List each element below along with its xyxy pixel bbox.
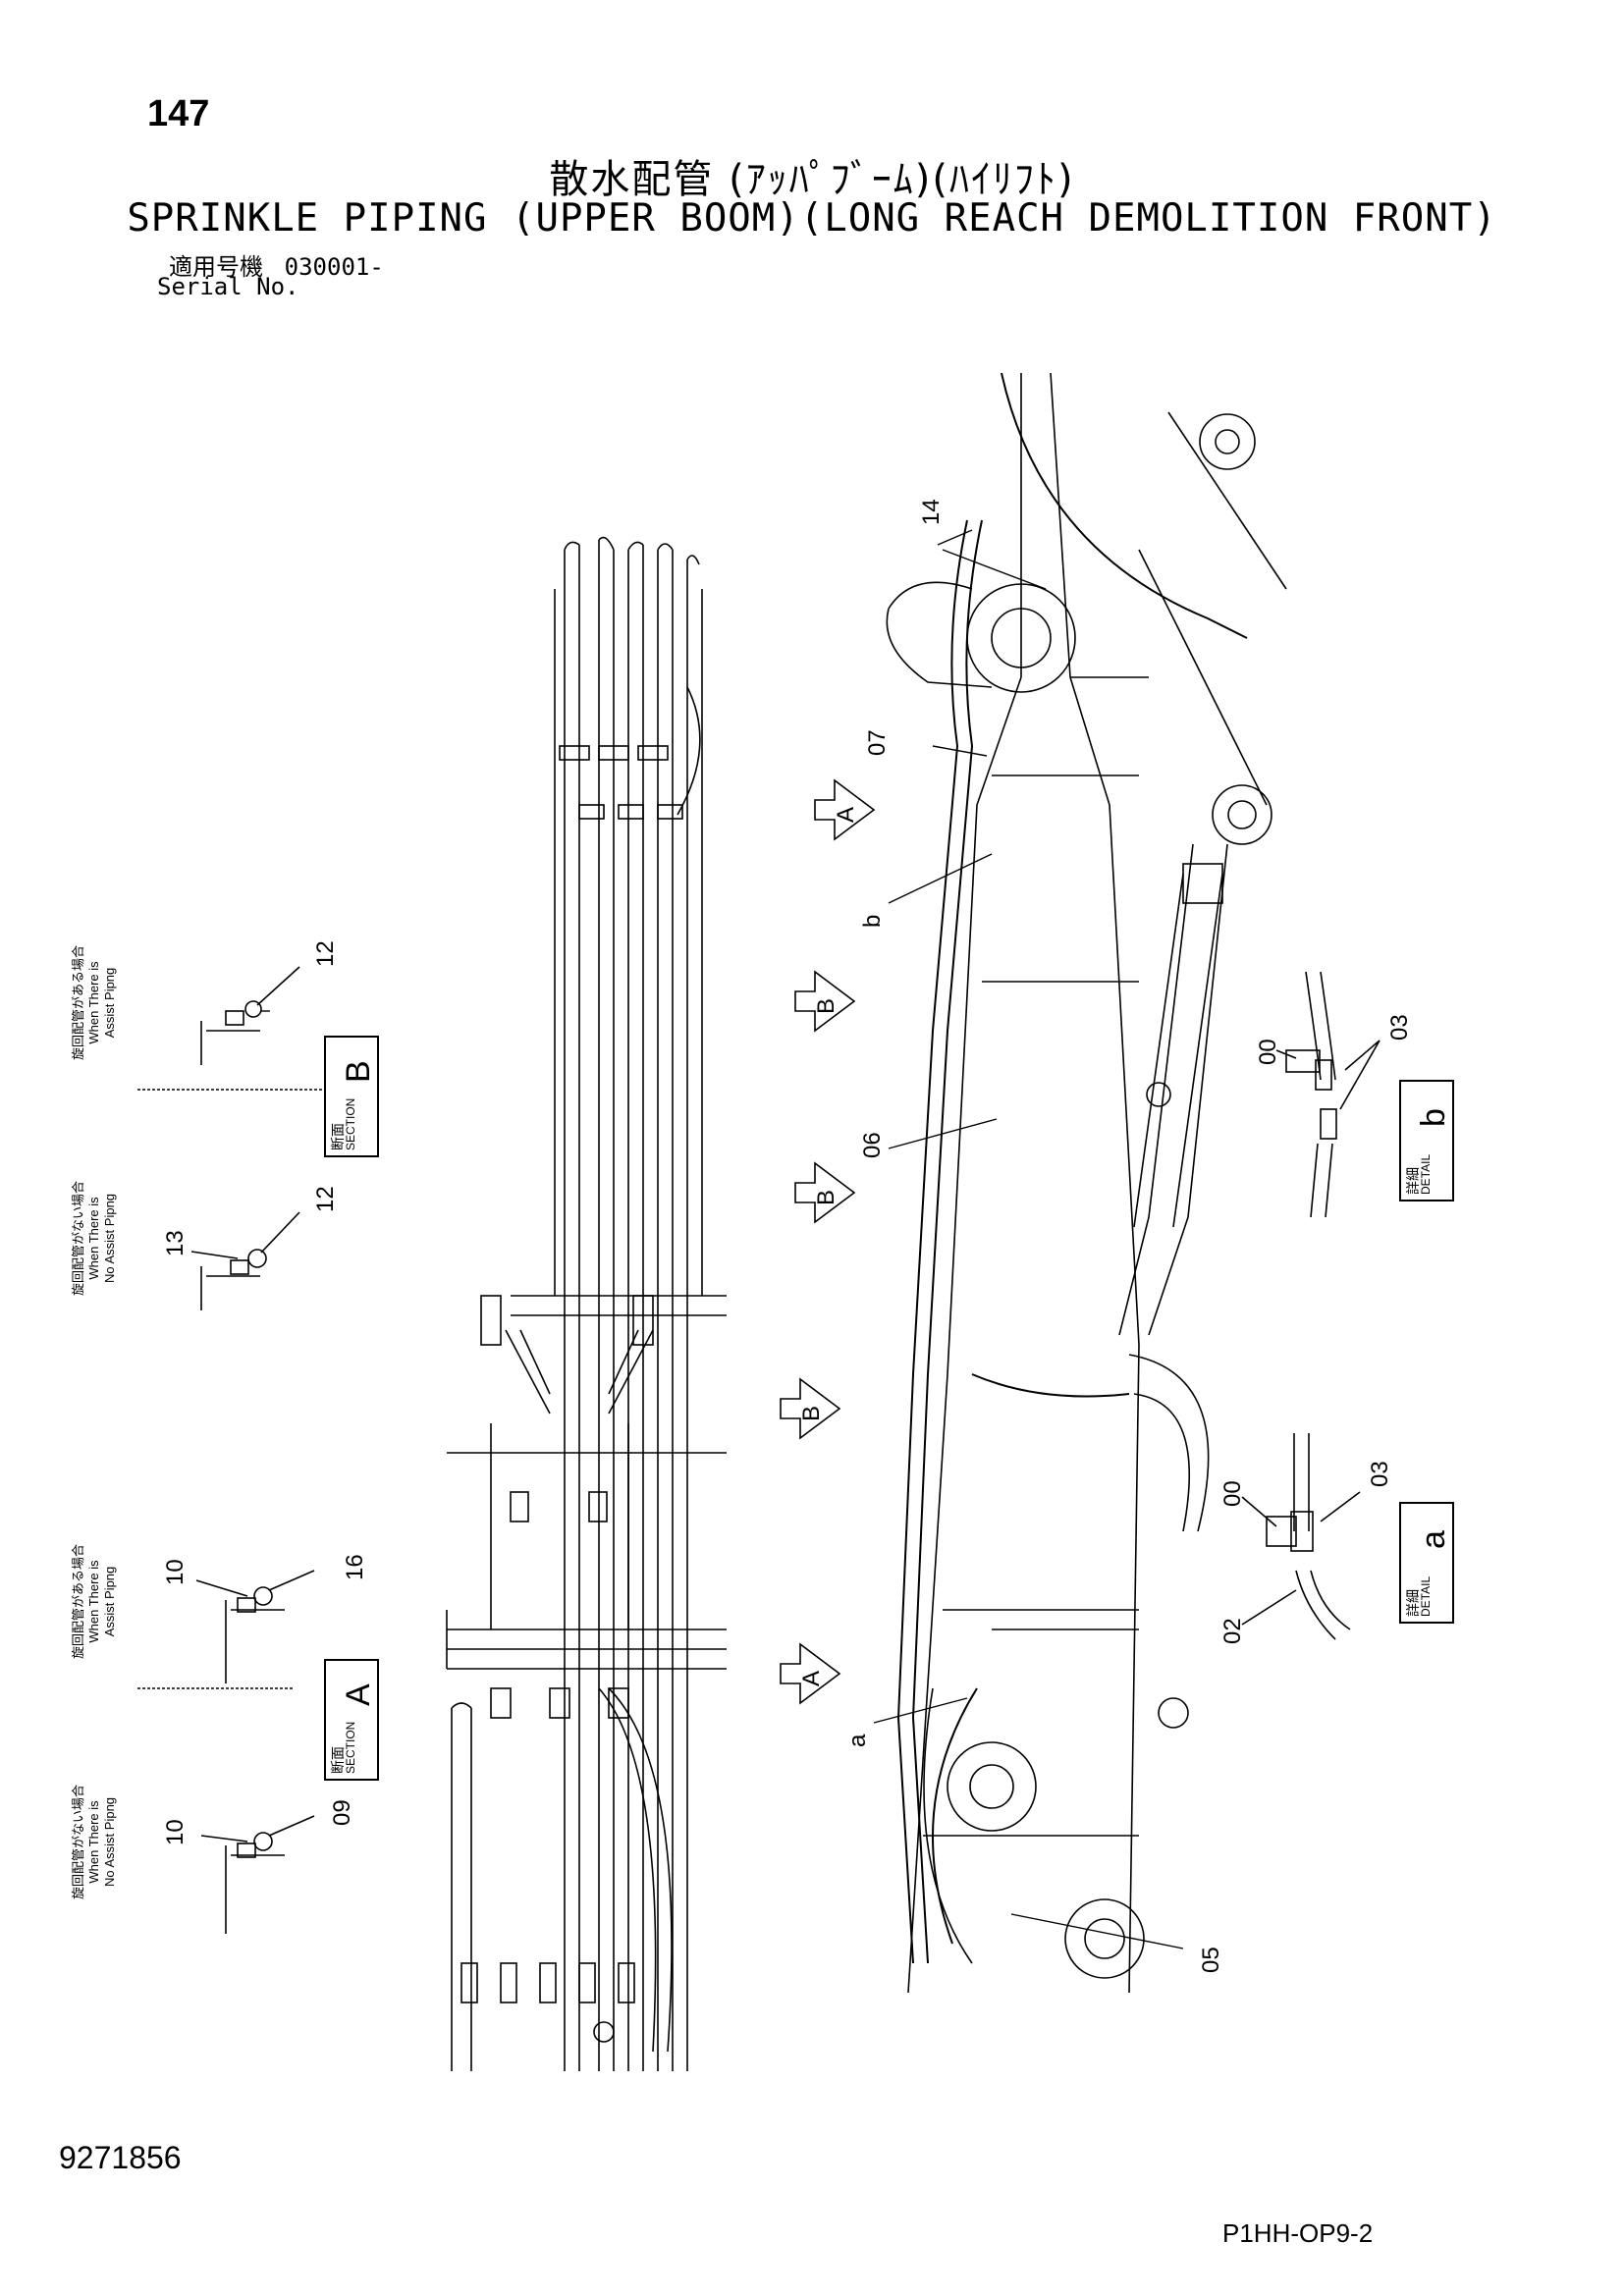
callout-a: a: [844, 1734, 871, 1747]
sheet-code: P1HH-OP9-2: [1222, 2218, 1374, 2248]
callout-13: 13: [162, 1230, 189, 1256]
section-a-label-box: 断面 SECTION A: [324, 1659, 379, 1781]
callout-12-bottom: 12: [312, 1186, 339, 1212]
title-japanese: 散水配管 (ｱｯﾊﾟﾌﾞｰﾑ)(ﾊｲﾘﾌﾄ): [549, 157, 1075, 202]
boom-pins: [947, 413, 1272, 1979]
section-b-noassist-view: [190, 1211, 300, 1310]
detail-b-label-en: DETAIL: [1419, 1153, 1433, 1195]
detail-a-label-box: 詳細 DETAIL a: [1399, 1502, 1454, 1624]
note-assist-en-1: When There is: [86, 961, 101, 1044]
section-b-assist-view: [137, 966, 324, 1091]
serial-label-jp-text: 適用号機: [169, 253, 263, 281]
callout-09: 09: [329, 1799, 355, 1826]
callout-b: b: [859, 914, 886, 928]
detail-b-letter: b: [1415, 1108, 1452, 1127]
callout-10-top: 10: [162, 1559, 189, 1585]
callout-05: 05: [1198, 1947, 1224, 1973]
section-b-label-en: SECTION: [344, 1097, 357, 1150]
section-a-noassist-view: [200, 1815, 315, 1934]
section-a-label-en: SECTION: [344, 1721, 357, 1774]
note-assist-en-2: Assist Pipng: [102, 967, 117, 1039]
view-arrow-b-1: B: [813, 997, 839, 1014]
callout-06: 06: [859, 1132, 886, 1158]
callout-07: 07: [864, 729, 891, 756]
page-number: 147: [147, 93, 210, 134]
detail-a-letter: a: [1415, 1530, 1452, 1549]
view-arrow-a-bottom: A: [798, 1670, 825, 1686]
detail-a-view: [1241, 1433, 1361, 1640]
callout-10-bottom: 10: [162, 1819, 189, 1845]
note-assist-jp-2: 旋回配管がある場合: [71, 1543, 85, 1659]
bundle-fittings: [460, 745, 683, 2043]
callout-00-a: 00: [1219, 1480, 1246, 1507]
boom-outline: [886, 372, 1287, 1994]
note-assist-en-2-2: Assist Pipng: [102, 1566, 117, 1637]
section-a-assist-view: [137, 1570, 315, 1689]
note-noassist-en-1: When There is: [86, 1197, 101, 1280]
section-a-letter: A: [340, 1683, 377, 1706]
callout-03-b: 03: [1386, 1014, 1413, 1041]
note-assist-section-a: 旋回配管がある場合 When There is Assist Pipng: [71, 1544, 118, 1659]
callout-03-a: 03: [1367, 1461, 1393, 1487]
detail-a-label-en: DETAIL: [1419, 1575, 1433, 1617]
note-noassist-jp: 旋回配管がない場合: [71, 1180, 85, 1296]
detail-b-label-box: 詳細 DETAIL b: [1399, 1080, 1454, 1201]
view-arrow-b-3: B: [798, 1405, 825, 1421]
callout-14: 14: [918, 499, 945, 525]
detail-b-view: [1275, 971, 1380, 1218]
section-b-label-box: 断面 SECTION B: [324, 1036, 379, 1157]
leader-lines: [260, 529, 1184, 1949]
view-arrow-a-top: A: [833, 806, 859, 823]
serial-label-en: Serial No.: [157, 273, 299, 300]
boom-cylinder: [1133, 863, 1223, 1228]
view-arrow-b-2: B: [813, 1189, 839, 1205]
note-noassist-section-a: 旋回配管がない場合 When There is No Assist Pipng: [71, 1785, 118, 1899]
note-noassist-jp-2: 旋回配管がない場合: [71, 1784, 85, 1899]
callout-00-b: 00: [1255, 1039, 1281, 1065]
note-assist-section-b: 旋回配管がある場合 When There is Assist Pipng: [71, 945, 118, 1060]
view-arrow-shapes: [780, 778, 876, 1705]
note-assist-jp: 旋回配管がある場合: [71, 944, 85, 1060]
document-number: 9271856: [59, 2140, 182, 2175]
callout-16: 16: [342, 1554, 368, 1580]
callout-02-a: 02: [1219, 1618, 1246, 1644]
section-b-letter: B: [340, 1060, 377, 1083]
callout-12-top: 12: [312, 940, 339, 967]
serial-value: 030001-: [284, 253, 384, 281]
note-noassist-en-1-2: When There is: [86, 1800, 101, 1884]
note-assist-en-1-2: When There is: [86, 1560, 101, 1643]
title-english: SPRINKLE PIPING (UPPER BOOM)(LONG REACH …: [127, 196, 1497, 240]
serial-label-jp: 適用号機 030001-: [169, 247, 384, 282]
pipe-bundle: [446, 536, 727, 2071]
note-noassist-en-2: No Assist Pipng: [102, 1193, 117, 1284]
note-noassist-en-2-2: No Assist Pipng: [102, 1796, 117, 1888]
sprinkle-pipe-route: [896, 372, 1248, 1964]
note-noassist-section-b: 旋回配管がない場合 When There is No Assist Pipng: [71, 1181, 118, 1296]
